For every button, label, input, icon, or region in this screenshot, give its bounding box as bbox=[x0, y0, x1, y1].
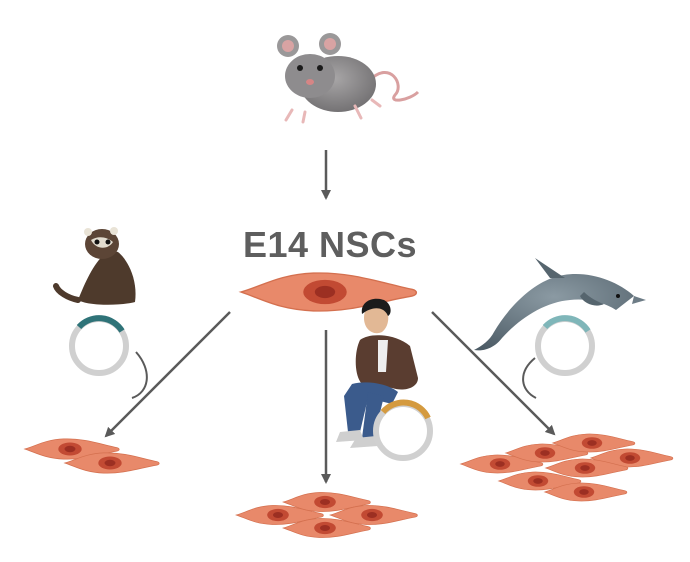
human-plasmid bbox=[373, 399, 433, 461]
mouse-icon bbox=[277, 33, 420, 124]
ferret-progeny-cells bbox=[24, 438, 160, 474]
arrow-to-dolphin-progeny bbox=[431, 311, 556, 436]
ferret-plasmid bbox=[69, 315, 148, 399]
arrow-to-ferret-progeny bbox=[104, 311, 231, 438]
dolphin-icon bbox=[474, 258, 646, 351]
human-progeny-cells bbox=[235, 492, 418, 538]
nsc-cell bbox=[240, 272, 418, 312]
dolphin-plasmid bbox=[522, 315, 595, 399]
center-label: E14 NSCs bbox=[242, 224, 418, 265]
human-icon bbox=[336, 298, 418, 448]
ferret-icon bbox=[53, 227, 136, 305]
dolphin-progeny-cells bbox=[460, 433, 674, 502]
